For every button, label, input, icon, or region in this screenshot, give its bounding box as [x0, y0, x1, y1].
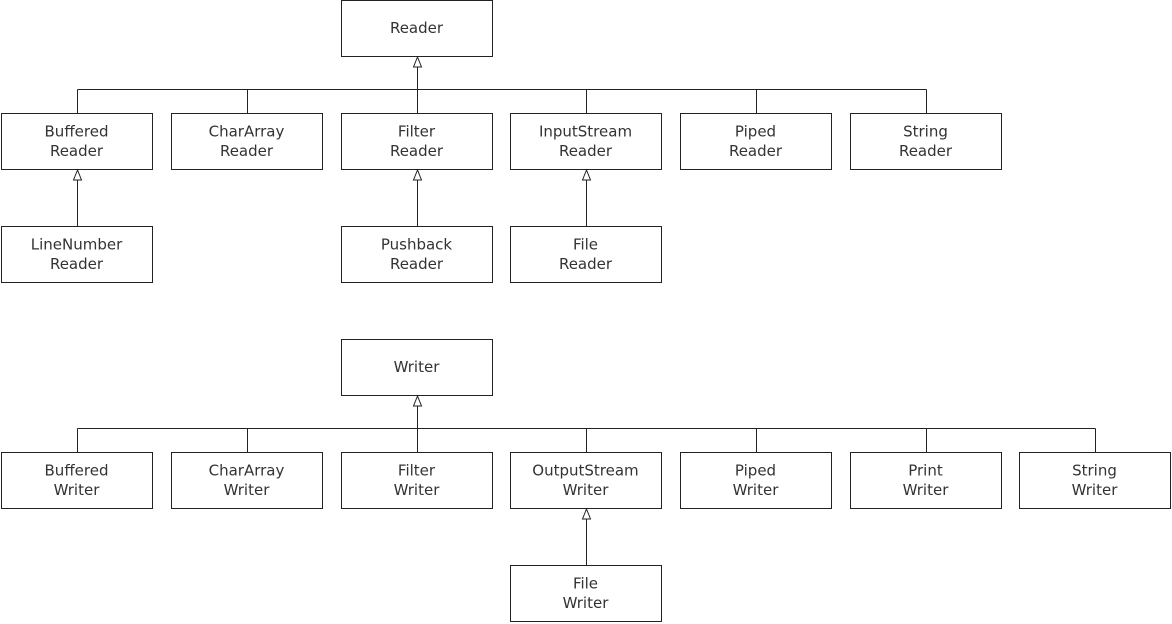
chararray-writer-label-line: CharArray: [209, 461, 285, 479]
buffered-writer-label-line: Buffered: [45, 461, 109, 479]
outputstream-writer-rect: [510, 452, 662, 509]
piped-writer-label-line: Writer: [733, 481, 780, 499]
inputstream-reader-rect: [510, 113, 662, 170]
writer-label-line: Writer: [394, 358, 441, 376]
filter-writer-label-line: Filter: [398, 461, 436, 479]
string-reader-label-line: Reader: [899, 142, 953, 160]
string-reader-rect: [850, 113, 1002, 170]
chararray-reader-label-line: CharArray: [209, 122, 285, 140]
outputstream-writer-label-line: Writer: [563, 481, 610, 499]
buffered-reader-rect: [1, 113, 153, 170]
pushback-reader-arrowhead: [412, 168, 423, 181]
chararray-writer-rect: [171, 452, 323, 509]
inputstream-reader-label-line: Reader: [559, 142, 613, 160]
chararray-writer-label-line: Writer: [224, 481, 271, 499]
piped-writer-rect: [680, 452, 832, 509]
buffered-writer-rect: [1, 452, 153, 509]
outputstream-writer-label-line: OutputStream: [532, 461, 638, 479]
linenumber-reader-label-line: Reader: [50, 255, 104, 273]
file-writer-label-line: File: [573, 574, 598, 592]
file-writer-label-line: Writer: [563, 594, 610, 612]
piped-reader-label-line: Reader: [729, 142, 783, 160]
file-reader-label-line: File: [573, 235, 598, 253]
reader-rect: [341, 0, 493, 57]
file-reader-arrowhead: [581, 168, 592, 181]
print-writer-label-line: Print: [908, 461, 943, 479]
reader-box: Reader: [341, 0, 493, 57]
buffered-reader-label-line: Reader: [50, 142, 104, 160]
linenumber-reader-rect: [1, 226, 153, 283]
piped-writer-label-line: Piped: [735, 461, 776, 479]
inputstream-reader-label-line: InputStream: [539, 122, 632, 140]
buffered-reader-label-line: Buffered: [45, 122, 109, 140]
string-writer-label-line: Writer: [1072, 481, 1119, 499]
piped-reader-label-line: Piped: [735, 122, 776, 140]
file-reader-label-line: Reader: [559, 255, 613, 273]
string-writer-rect: [1019, 452, 1171, 509]
pushback-reader-label-line: Reader: [390, 255, 444, 273]
file-writer-arrowhead: [581, 507, 592, 520]
pushback-reader-label-line: Pushback: [381, 235, 453, 253]
filter-reader-rect: [341, 113, 493, 170]
piped-reader-rect: [680, 113, 832, 170]
file-writer-rect: [510, 565, 662, 622]
print-writer-label-line: Writer: [903, 481, 950, 499]
writer_hierarchy-root-arrowhead: [412, 394, 423, 407]
filter-writer-label-line: Writer: [394, 481, 441, 499]
string-reader-label-line: String: [903, 122, 948, 140]
reader-label-line: Reader: [390, 19, 444, 37]
filter-reader-label-line: Filter: [398, 122, 436, 140]
filter-reader-label-line: Reader: [390, 142, 444, 160]
buffered-writer-label-line: Writer: [54, 481, 101, 499]
chararray-reader-label-line: Reader: [220, 142, 274, 160]
reader_hierarchy-root-arrowhead: [412, 55, 423, 68]
pushback-reader-rect: [341, 226, 493, 283]
writer-rect: [341, 339, 493, 396]
file-reader-rect: [510, 226, 662, 283]
writer-box: Writer: [341, 339, 493, 396]
string-writer-label-line: String: [1072, 461, 1117, 479]
linenumber-reader-arrowhead: [72, 168, 83, 181]
linenumber-reader-label-line: LineNumber: [31, 235, 123, 253]
print-writer-rect: [850, 452, 1002, 509]
